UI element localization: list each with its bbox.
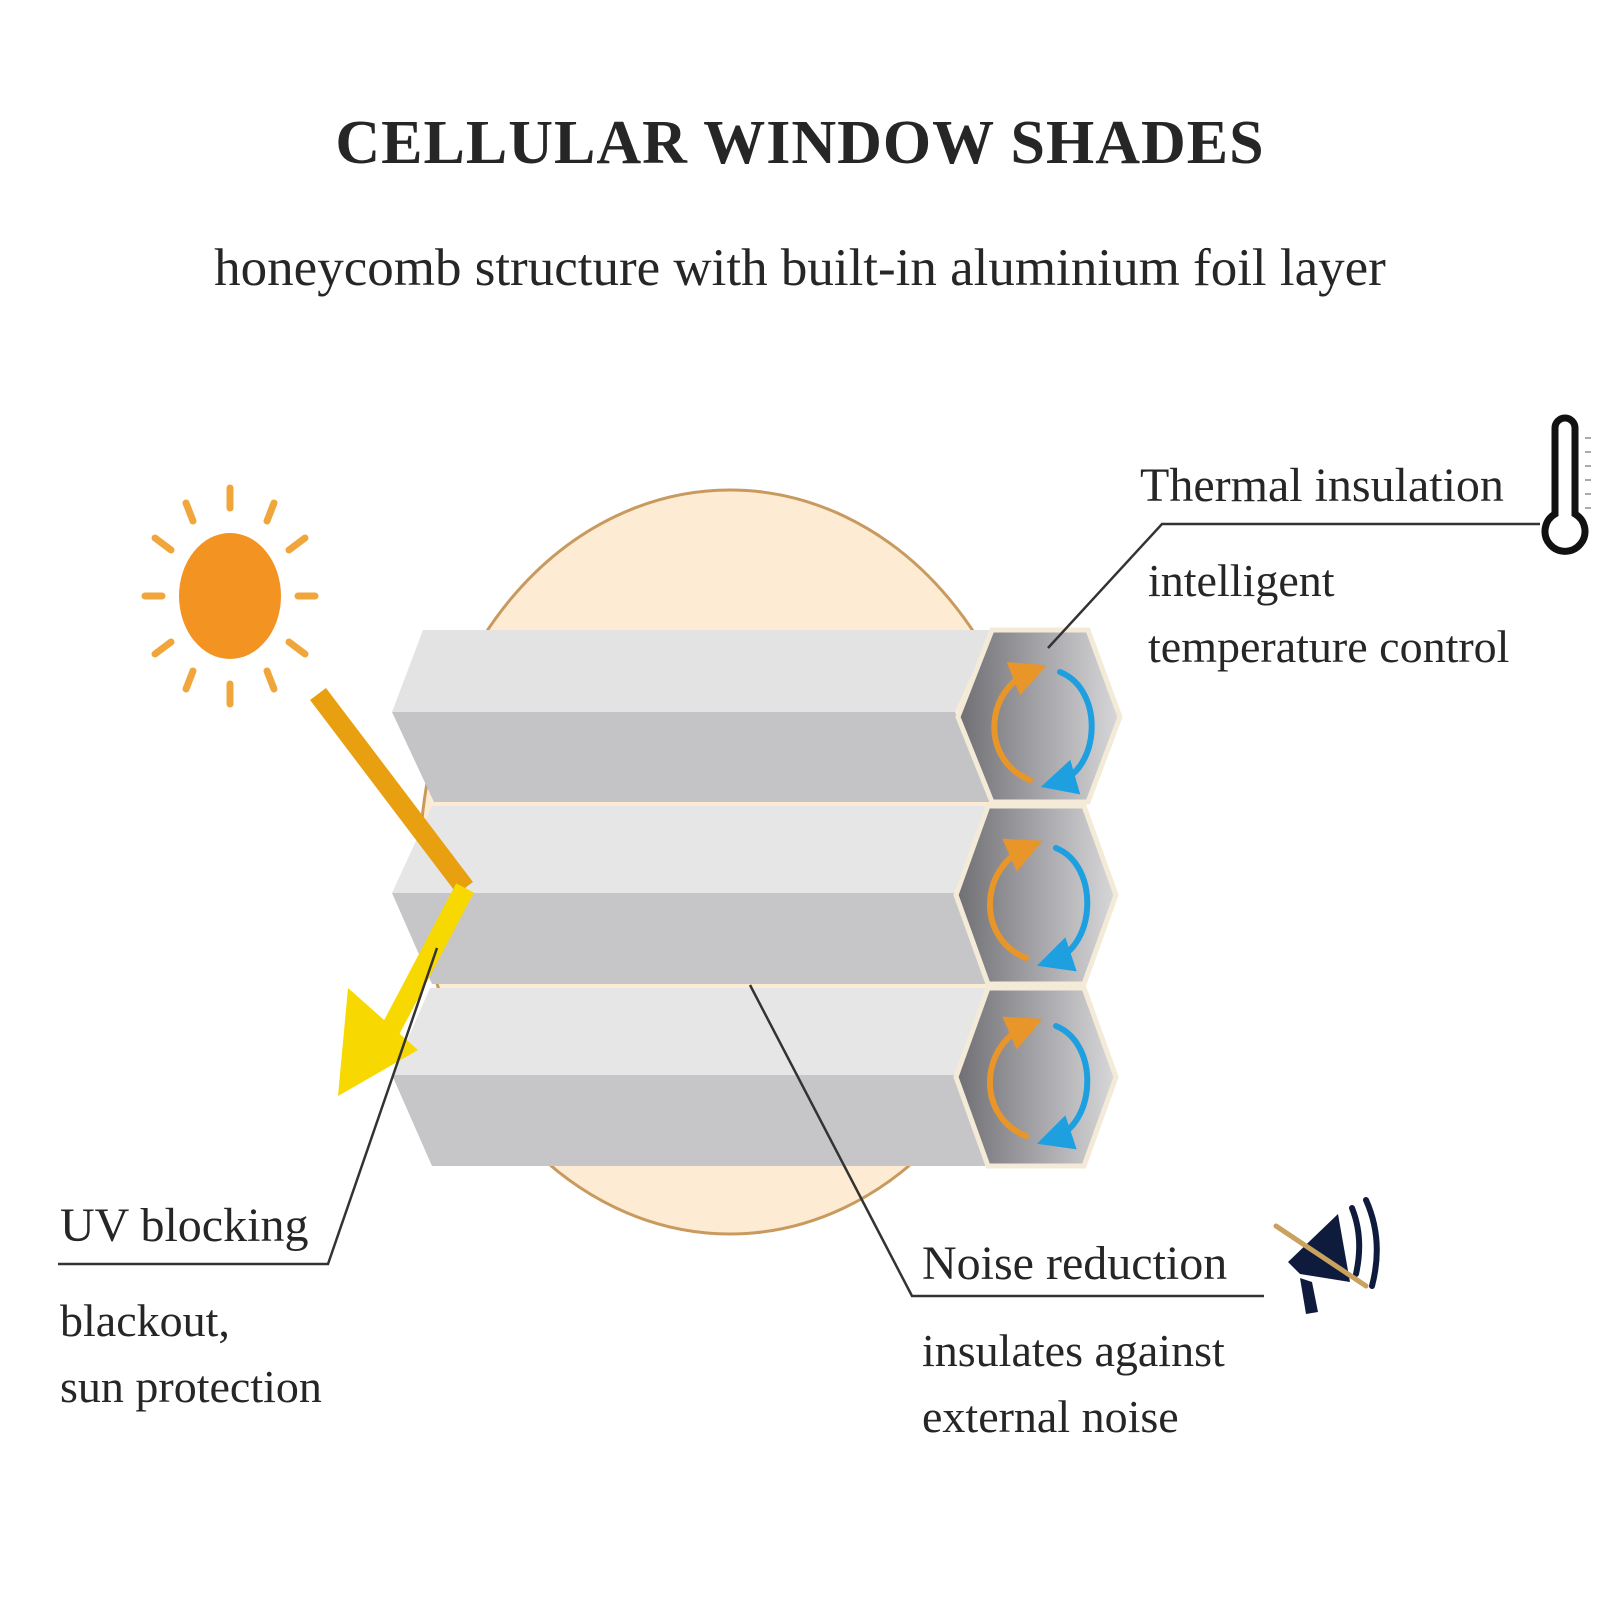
page-title: CELLULAR WINDOW SHADES (335, 109, 1265, 177)
page-subtitle: honeycomb structure with built-in alumin… (214, 239, 1386, 297)
uv-blocking-heading: UV blocking (60, 1199, 309, 1252)
thermal-leader-line (1047, 522, 1540, 649)
thermometer-icon (1541, 414, 1591, 555)
thermal-insulation-line1: intelligent (1148, 555, 1335, 606)
uv-ray-incoming-arrow (310, 687, 473, 895)
shade-cell-top (392, 630, 992, 802)
noise-reduction-line2: external noise (922, 1391, 1179, 1442)
uv-blocking-line1: blackout, (60, 1295, 230, 1346)
uv-ray-reflected-arrow (338, 883, 474, 1096)
shade-cell-middle (392, 806, 988, 984)
sun-icon (141, 484, 319, 708)
air-circulation-icon (991, 662, 1095, 795)
noise-reduction-heading: Noise reduction (922, 1237, 1228, 1290)
noise-reduction-line1: insulates against (922, 1325, 1225, 1376)
thermal-insulation-heading: Thermal insulation (1140, 459, 1504, 512)
shade-cell-bottom (392, 988, 988, 1166)
muted-speaker-icon (1273, 1197, 1380, 1314)
uv-blocking-line2: sun protection (60, 1361, 322, 1412)
thermal-insulation-line2: temperature control (1148, 621, 1510, 672)
uv-leader-line (58, 947, 439, 1266)
hexagon-cell-end-top (955, 627, 1123, 805)
air-circulation-icon (987, 1016, 1091, 1150)
hexagon-cell-end-middle (953, 803, 1119, 987)
hexagon-cell-end-bottom (953, 985, 1119, 1169)
noise-leader-line (748, 984, 1264, 1298)
air-circulation-icon (987, 838, 1091, 972)
